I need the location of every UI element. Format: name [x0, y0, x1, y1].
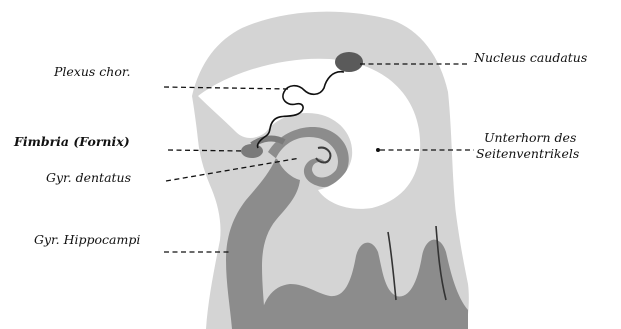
label-plexus-chor: Plexus chor.: [53, 64, 130, 79]
label-nucleus-caudatus: Nucleus caudatus: [473, 50, 587, 65]
label-gyr-dentatus: Gyr. dentatus: [46, 170, 131, 185]
nucleus-caudatus: [335, 52, 363, 72]
label-unterhorn-line2: Seitenventrikels: [476, 146, 579, 161]
fimbria-knob: [241, 144, 263, 158]
ventricle-pointer-dot: [376, 148, 380, 152]
label-gyr-hippocampi: Gyr. Hippocampi: [34, 232, 140, 247]
label-fimbria-fornix: Fimbria (Fornix): [13, 134, 130, 149]
label-unterhorn-line1: Unterhorn des: [484, 130, 576, 145]
